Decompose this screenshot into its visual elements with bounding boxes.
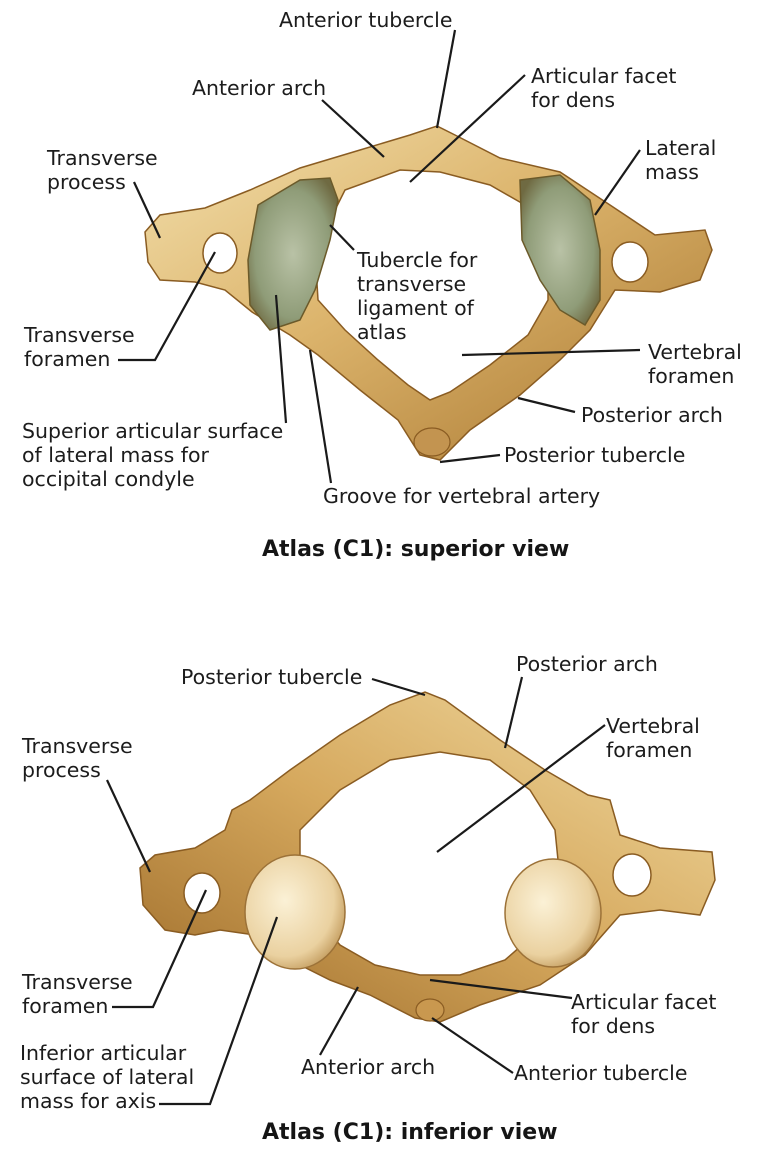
inferior-leader-lines (106, 676, 606, 1106)
label-posterior-tubercle-inferior: Posterior tubercle (181, 665, 363, 689)
label-anterior-arch-superior: Anterior arch (192, 76, 327, 100)
label-vertebral-foramen-superior: Vertebral foramen (648, 340, 742, 388)
superior-leader-lines (118, 29, 641, 484)
inferior-atlas-bone (139, 691, 716, 1023)
superior-atlas-bone (144, 125, 713, 461)
label-transverse-foramen-inferior: Transverse foramen (22, 970, 133, 1018)
label-superior-articular-surface: Superior articular surface of lateral ma… (22, 419, 284, 491)
label-transverse-process-superior: Transverse process (47, 146, 158, 194)
label-anterior-tubercle-superior: Anterior tubercle (279, 8, 453, 32)
label-anterior-tubercle-inferior: Anterior tubercle (514, 1061, 688, 1085)
label-vertebral-foramen-inferior: Vertebral foramen (606, 714, 700, 762)
label-articular-facet-for-dens-superior: Articular facet for dens (531, 64, 677, 112)
caption-inferior-view: Atlas (C1): inferior view (262, 1120, 558, 1145)
label-tubercle-for-transverse-ligament: Tubercle for transverse ligament of atla… (357, 248, 478, 344)
caption-superior-view: Atlas (C1): superior view (262, 537, 570, 562)
label-lateral-mass-superior: Lateral mass (645, 136, 717, 184)
label-anterior-arch-inferior: Anterior arch (301, 1055, 436, 1079)
label-posterior-tubercle-superior: Posterior tubercle (504, 443, 686, 467)
label-transverse-process-inferior: Transverse process (22, 734, 133, 782)
label-groove-for-vertebral-artery: Groove for vertebral artery (323, 484, 601, 508)
label-posterior-arch-inferior: Posterior arch (516, 652, 658, 676)
label-posterior-arch-superior: Posterior arch (581, 403, 723, 427)
label-transverse-foramen-superior: Transverse foramen (24, 323, 135, 371)
label-inferior-articular-surface: Inferior articular surface of lateral ma… (20, 1041, 195, 1113)
label-articular-facet-for-dens-inferior: Articular facet for dens (571, 990, 717, 1038)
